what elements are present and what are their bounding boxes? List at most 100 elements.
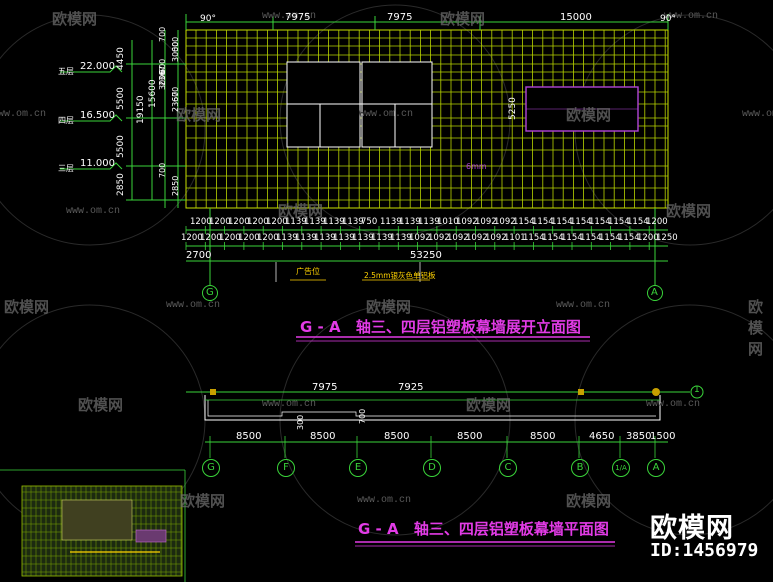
floor-name: 三层 xyxy=(58,164,74,173)
dim-row1: 1139 xyxy=(342,217,364,227)
dim-row2: 1200 xyxy=(200,233,222,243)
dim-row2: 1154 xyxy=(542,233,564,243)
left-dim-inner: 700 xyxy=(158,26,167,42)
angle-label-left: 90° xyxy=(200,14,216,24)
plan-axis-dim: 8500 xyxy=(236,431,262,442)
plan-axis-dim: 3850 xyxy=(626,431,652,442)
watermark-url: www.om.cn xyxy=(262,399,317,410)
watermark-logo: 欧模网 xyxy=(78,396,124,414)
dim-row2: 1200 xyxy=(637,233,659,243)
dim-row2: 1139 xyxy=(352,233,374,243)
dim-row1: 1200 xyxy=(646,217,668,227)
plan-axis-dim: 1500 xyxy=(650,431,676,442)
elevation-title-text: 轴三、四层铝塑板幕墙展开立面图 xyxy=(355,318,581,336)
dim-row2: 1139 xyxy=(314,233,336,243)
dim-row1: 1200 xyxy=(247,217,269,227)
plan-axis-bubble: E xyxy=(349,459,367,477)
plan-top-dim: 7975 xyxy=(312,382,338,393)
plan-axis-bubble: D xyxy=(423,459,441,477)
left-dim-inner: 2850 xyxy=(171,175,180,196)
plan-side-dim: 300 xyxy=(296,414,305,430)
panel-note: 6mm xyxy=(466,162,487,171)
dim-row1: 1154 xyxy=(627,217,649,227)
dim-row1: 1200 xyxy=(228,217,250,227)
plan-top-dim: 7925 xyxy=(398,382,424,393)
watermark-url: www.om.cn xyxy=(166,300,221,311)
plan-axis-dim: 4650 xyxy=(589,431,615,442)
dim-row1: 1154 xyxy=(532,217,554,227)
dim-row2: 1200 xyxy=(238,233,260,243)
plan-axis-bubble: G xyxy=(202,459,220,477)
watermark-logo: 欧模网 xyxy=(278,202,324,220)
dim-row1: 1139 xyxy=(285,217,307,227)
dim-row2: 1101 xyxy=(504,233,526,243)
watermark-logo: 欧模网 xyxy=(566,492,612,510)
plan-axis-bubble: C xyxy=(499,459,517,477)
dim-row2: 1139 xyxy=(276,233,298,243)
elevation-drawing xyxy=(60,14,669,342)
watermark-logo: 欧模网 xyxy=(176,106,222,124)
bottom-dim-total: 53250 xyxy=(410,250,442,261)
watermark-logo: 欧模网 xyxy=(4,298,50,316)
watermark-url: www.om.cn xyxy=(664,11,719,22)
left-dim-outer: 5500 xyxy=(116,135,126,158)
plan-axis-dim: 8500 xyxy=(310,431,336,442)
dim-row1: 1154 xyxy=(608,217,630,227)
watermark-logo: 欧模网 xyxy=(180,492,226,510)
watermark-logo: 欧模网 xyxy=(440,10,486,28)
dim-row2: 1154 xyxy=(523,233,545,243)
watermark-logo: 欧模网 xyxy=(366,298,412,316)
watermark-url: www.om.cn xyxy=(357,495,412,506)
plan-end-axis: 1 xyxy=(694,385,700,395)
dim-row2: 1154 xyxy=(580,233,602,243)
dim-row1: 1092 xyxy=(456,217,478,227)
floor-level: 11.000 xyxy=(80,158,115,169)
dim-row2: 1200 xyxy=(219,233,241,243)
plan-axis-bubble: B xyxy=(571,459,589,477)
dim-row1: 1139 xyxy=(380,217,402,227)
watermark-url: www.om.cn xyxy=(742,109,773,120)
left-dim-inner: 3000 xyxy=(171,41,180,62)
dim-row1: 1154 xyxy=(589,217,611,227)
opening-dim: 5250 xyxy=(508,97,518,120)
top-dim: 7975 xyxy=(285,12,311,23)
axis-bubble-a-elev xyxy=(647,285,663,301)
bottom-dim-left: 2700 xyxy=(186,250,212,261)
dim-row1: 1200 xyxy=(266,217,288,227)
dim-row2: 1250 xyxy=(656,233,678,243)
watermark-logo: 欧模网 xyxy=(748,298,764,358)
dim-row1: 1139 xyxy=(418,217,440,227)
dim-row2: 1139 xyxy=(371,233,393,243)
plan-drawing xyxy=(186,385,704,547)
axis-bubble-1 xyxy=(690,385,704,399)
dim-row2: 1092 xyxy=(409,233,431,243)
plan-axis-bubble: A xyxy=(647,459,665,477)
top-dim: 15000 xyxy=(560,12,592,23)
dim-row2: 1139 xyxy=(295,233,317,243)
dim-row1: 1200 xyxy=(190,217,212,227)
left-dim-inner: 3000 xyxy=(158,69,167,90)
model-id: ID:1456979 xyxy=(650,540,759,561)
plan-title-text: 轴三、四层铝塑板幕墙平面图 xyxy=(413,520,609,538)
dim-row2: 1092 xyxy=(485,233,507,243)
plan-title-axis: G - A xyxy=(358,520,399,538)
dim-row1: 1154 xyxy=(570,217,592,227)
plan-axis-bubble: F xyxy=(277,459,295,477)
floor-level: 22.000 xyxy=(80,61,115,72)
floor-level: 16.500 xyxy=(80,110,115,121)
angle-label-right: 90° xyxy=(660,14,676,24)
elevation-title: G - A 轴三、四层铝塑板幕墙展开立面图 xyxy=(300,316,581,337)
top-dim: 7975 xyxy=(387,12,413,23)
dim-row2: 1092 xyxy=(428,233,450,243)
plan-axis-dim: 8500 xyxy=(530,431,556,442)
dim-row1: 750 xyxy=(361,217,378,227)
thumbnail-elevation xyxy=(0,469,186,582)
plan-axis-bubble: 1/A xyxy=(612,459,630,477)
dim-row2: 1154 xyxy=(618,233,640,243)
dim-row1: 1139 xyxy=(323,217,345,227)
facade-outline xyxy=(185,29,669,209)
watermark-logo: 欧模网 xyxy=(566,106,612,124)
watermark-url: www.om.cn xyxy=(66,206,121,217)
dim-row1: 1154 xyxy=(513,217,535,227)
left-dim-total: 19150 xyxy=(136,95,146,124)
